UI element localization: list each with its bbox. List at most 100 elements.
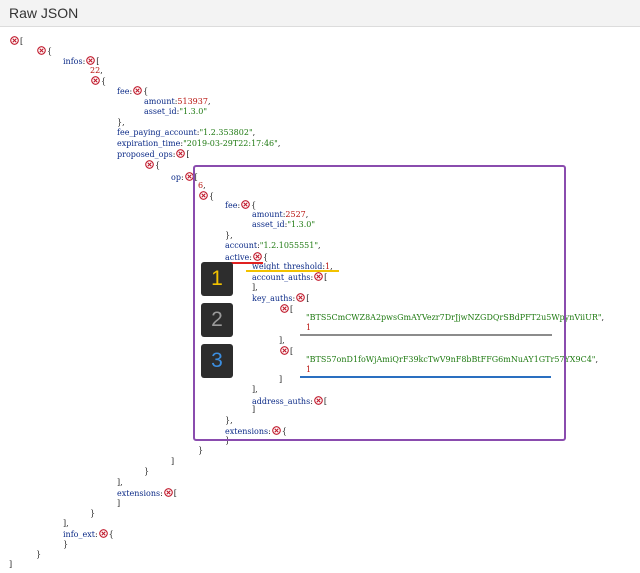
json-punctuation: , — [207, 97, 211, 106]
collapse-toggle-icon[interactable] — [98, 529, 108, 538]
collapse-toggle-icon[interactable] — [176, 149, 186, 158]
json-line: [ — [9, 36, 23, 47]
json-punctuation: ], — [252, 385, 258, 394]
json-key: extensions — [225, 427, 269, 436]
window-header: Raw JSON — [0, 0, 640, 27]
json-line: weight_threshold:1, — [252, 262, 333, 272]
json-punctuation: : — [284, 220, 288, 229]
json-line: active: { — [225, 252, 268, 263]
collapse-toggle-icon[interactable] — [280, 346, 289, 355]
json-punctuation: , — [100, 66, 103, 75]
json-punctuation: : — [180, 173, 184, 182]
json-number: 1 — [306, 323, 312, 332]
json-punctuation: : — [268, 427, 271, 436]
collapse-toggle-icon[interactable] — [145, 160, 154, 169]
collapse-toggle-icon[interactable] — [296, 293, 306, 302]
json-punctuation: { — [108, 530, 114, 539]
json-punctuation: } — [198, 446, 204, 455]
json-line: } — [144, 467, 149, 477]
json-punctuation: { — [262, 253, 269, 262]
json-line: ], — [63, 519, 69, 529]
collapse-toggle-icon[interactable] — [86, 56, 96, 65]
json-punctuation: : — [176, 107, 180, 116]
json-key: fee_paying_account — [117, 128, 197, 137]
json-line: info_ext:{ — [63, 529, 114, 540]
json-punctuation: { — [143, 87, 149, 96]
collapse-toggle-icon[interactable] — [271, 426, 281, 435]
json-punctuation: { — [101, 77, 107, 86]
json-key: info_ext — [63, 530, 95, 539]
json-punctuation: }, — [225, 416, 233, 425]
json-punctuation: : — [322, 262, 326, 271]
json-punctuation: ], — [117, 478, 123, 487]
collapse-toggle-icon[interactable] — [10, 36, 19, 45]
json-number: 22 — [90, 66, 101, 75]
json-string: "1.2.1055551" — [259, 241, 319, 250]
json-punctuation: }, — [117, 118, 125, 127]
json-line: } — [198, 446, 203, 456]
json-punctuation: : — [237, 201, 241, 210]
json-punctuation: , — [330, 262, 333, 271]
badge-3: 3 — [201, 344, 233, 378]
json-punctuation: , — [203, 181, 206, 190]
json-line: ], — [279, 336, 285, 346]
json-line: amount:513937, — [144, 97, 211, 107]
json-punctuation: ] — [9, 560, 13, 569]
json-line: asset_id:"1.3.0" — [144, 107, 207, 117]
json-punctuation: [ — [96, 57, 100, 66]
json-number: 2527 — [285, 210, 306, 219]
json-punctuation: : — [282, 210, 286, 219]
json-punctuation: { — [251, 201, 257, 210]
json-line: ] — [252, 405, 255, 415]
json-punctuation: { — [155, 161, 161, 170]
collapse-toggle-icon[interactable] — [314, 396, 323, 405]
collapse-toggle-icon[interactable] — [91, 76, 100, 85]
json-key: active — [225, 253, 250, 262]
collapse-toggle-icon[interactable] — [133, 86, 142, 95]
json-punctuation: { — [47, 47, 53, 56]
json-line: op:[ — [171, 172, 198, 183]
json-line: ] — [9, 560, 12, 570]
json-punctuation: : — [129, 87, 133, 96]
json-punctuation: ] — [171, 457, 175, 466]
json-punctuation: } — [90, 509, 96, 518]
json-punctuation: }, — [225, 231, 233, 240]
json-line: 6, — [198, 181, 206, 191]
json-string: "2019-03-29T22:17:46" — [183, 139, 278, 148]
collapse-toggle-icon[interactable] — [241, 200, 250, 209]
collapse-toggle-icon[interactable] — [314, 272, 323, 281]
json-punctuation: [ — [290, 305, 294, 314]
collapse-toggle-icon[interactable] — [199, 191, 208, 200]
json-line: account_auths:[ — [252, 272, 327, 283]
json-line: "BTS57onD1foWjAmiQrF39kcTwV9nF8bBtFFG6mN… — [306, 355, 598, 365]
collapse-toggle-icon[interactable] — [253, 252, 262, 261]
json-punctuation: , — [595, 355, 599, 364]
json-line: infos:[ — [63, 56, 99, 67]
json-punctuation: ], — [279, 336, 285, 345]
json-string: "1.3.0" — [287, 220, 316, 229]
json-string: "1.2.353802" — [199, 128, 253, 137]
collapse-toggle-icon[interactable] — [184, 172, 194, 181]
collapse-toggle-icon[interactable] — [280, 304, 289, 313]
json-punctuation: [ — [20, 37, 24, 46]
json-number: 1 — [325, 262, 331, 271]
json-punctuation: : — [160, 489, 163, 498]
json-key: account — [225, 241, 258, 250]
collapse-toggle-icon[interactable] — [37, 46, 46, 55]
json-punctuation: ], — [63, 519, 69, 528]
json-punctuation: ] — [117, 499, 121, 508]
json-key: fee — [117, 87, 130, 96]
weight-threshold-underline — [246, 270, 339, 272]
json-line: ], — [252, 385, 258, 395]
json-line: address_auths:[ — [252, 396, 327, 407]
json-line: ] — [171, 457, 174, 467]
json-punctuation: : — [310, 397, 313, 406]
json-punctuation: : — [172, 150, 176, 159]
json-punctuation: : — [249, 253, 252, 262]
json-number: 513937 — [177, 97, 208, 106]
collapse-toggle-icon[interactable] — [163, 488, 173, 497]
json-punctuation: ], — [252, 283, 258, 292]
json-line: ], — [252, 283, 258, 293]
json-number: 1 — [306, 365, 312, 374]
json-punctuation: : — [82, 57, 86, 66]
